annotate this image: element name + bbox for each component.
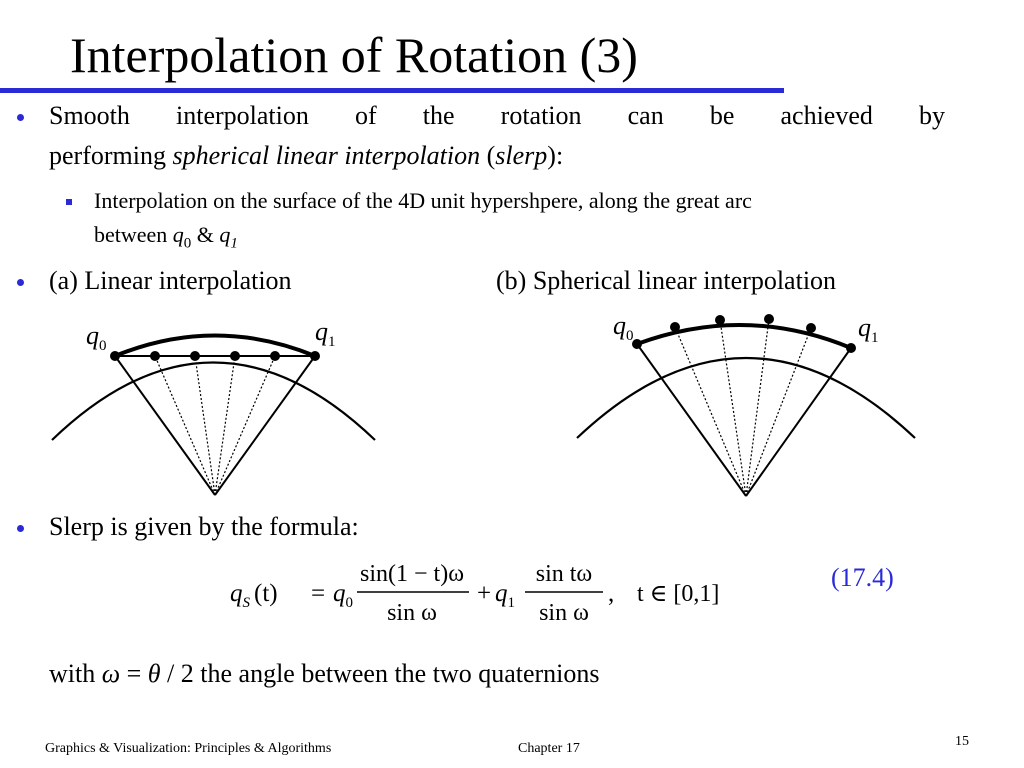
plus-sign: + <box>477 580 491 607</box>
fraction-1-numerator: sin(1 − t)ω <box>360 561 464 587</box>
interp-point <box>715 315 725 325</box>
fraction-2-numerator: sin tω <box>536 561 592 587</box>
omega-definition: with ω = θ / 2 the angle between the two… <box>49 656 600 692</box>
text: between <box>94 222 173 247</box>
point-q1 <box>846 343 856 353</box>
emphasis-slerp-full: spherical linear interpolation <box>172 141 481 170</box>
label-linear-interpolation: (a) Linear interpolation <box>49 266 292 295</box>
point-q0 <box>110 351 120 361</box>
q0-symbol: q <box>172 222 184 247</box>
bullet-1-line-1: Smooth interpolation of the rotation can… <box>49 101 945 130</box>
footer-book-title: Graphics & Visualization: Principles & A… <box>45 741 332 756</box>
diagram-spherical-interpolation: q0 q1 <box>576 311 916 497</box>
q1-symbol: q <box>219 222 231 247</box>
label-q1: q1 <box>858 313 879 346</box>
label-q0: q0 <box>86 321 107 354</box>
interp-point <box>670 322 680 332</box>
interp-ray <box>194 355 216 496</box>
theta-symbol: θ <box>147 659 161 688</box>
bullet-dot <box>17 525 24 532</box>
text: ): <box>547 141 564 170</box>
bullet-dot <box>17 279 24 286</box>
interp-ray <box>674 326 747 497</box>
unit-arc <box>51 361 376 441</box>
bullet-slerp-formula: Slerp is given by the formula: <box>49 512 359 541</box>
radius-q0 <box>114 355 216 496</box>
interp-ray <box>745 327 812 497</box>
bullet-dot <box>17 114 24 121</box>
interp-point <box>190 351 200 361</box>
point-q1 <box>310 351 320 361</box>
interp-ray <box>719 319 747 497</box>
title-underline <box>0 88 784 93</box>
emphasis-slerp: slerp <box>495 141 548 170</box>
text: / 2 the angle between the two quaternion… <box>160 659 600 688</box>
q0-term: q0 <box>333 580 353 611</box>
t-domain: t ∈ [0,1] <box>637 581 719 607</box>
comma: , <box>608 580 614 607</box>
text: with <box>49 659 102 688</box>
interp-point <box>230 351 240 361</box>
q1-term: q1 <box>495 580 515 611</box>
text: = <box>120 659 148 688</box>
fraction-2-denominator: sin ω <box>539 600 589 626</box>
q0-subscript: 0 <box>183 235 192 252</box>
slerp-formula: qS(t) = q0 sin(1 − t)ω sin ω + q1 sin tω… <box>230 561 719 626</box>
interp-point <box>270 351 280 361</box>
sub-bullet-line-2: between q0 & q1 <box>94 220 238 258</box>
equation-number: (17.4) <box>831 563 894 592</box>
radius-q1 <box>745 347 852 497</box>
fraction-1-denominator: sin ω <box>387 600 437 626</box>
label-q1: q1 <box>315 317 336 350</box>
label-q0: q0 <box>613 311 634 344</box>
label-spherical-linear-interpolation: (b) Spherical linear interpolation <box>496 266 837 295</box>
text: & <box>191 222 220 247</box>
footer-page-number: 15 <box>955 734 969 749</box>
text: ( <box>480 141 496 170</box>
interp-point <box>764 314 774 324</box>
footer-chapter: Chapter 17 <box>518 741 580 756</box>
equals-sign: = <box>311 580 325 607</box>
interp-point <box>806 323 816 333</box>
text: performing <box>49 141 173 170</box>
interp-ray <box>214 355 236 496</box>
radius-q1 <box>214 355 316 496</box>
interp-ray <box>214 355 276 496</box>
slide-title: Interpolation of Rotation (3) <box>70 27 638 83</box>
point-q0 <box>632 339 642 349</box>
interp-ray <box>745 318 770 497</box>
bullet-1-line-2: performing spherical linear interpolatio… <box>49 138 563 174</box>
great-arc-segment <box>636 322 852 350</box>
interp-ray <box>154 355 216 496</box>
sub-bullet-line-1: Interpolation on the surface of the 4D u… <box>94 188 752 213</box>
omega-symbol: ω <box>101 659 121 688</box>
diagram-linear-interpolation: q0 q1 <box>51 317 376 496</box>
great-arc-segment <box>114 333 316 358</box>
interp-point <box>150 351 160 361</box>
lhs-q: qS(t) <box>230 580 278 611</box>
q1-subscript: 1 <box>230 235 238 252</box>
unit-arc <box>576 357 916 439</box>
sub-bullet-square <box>66 199 72 205</box>
radius-q0 <box>636 343 747 497</box>
